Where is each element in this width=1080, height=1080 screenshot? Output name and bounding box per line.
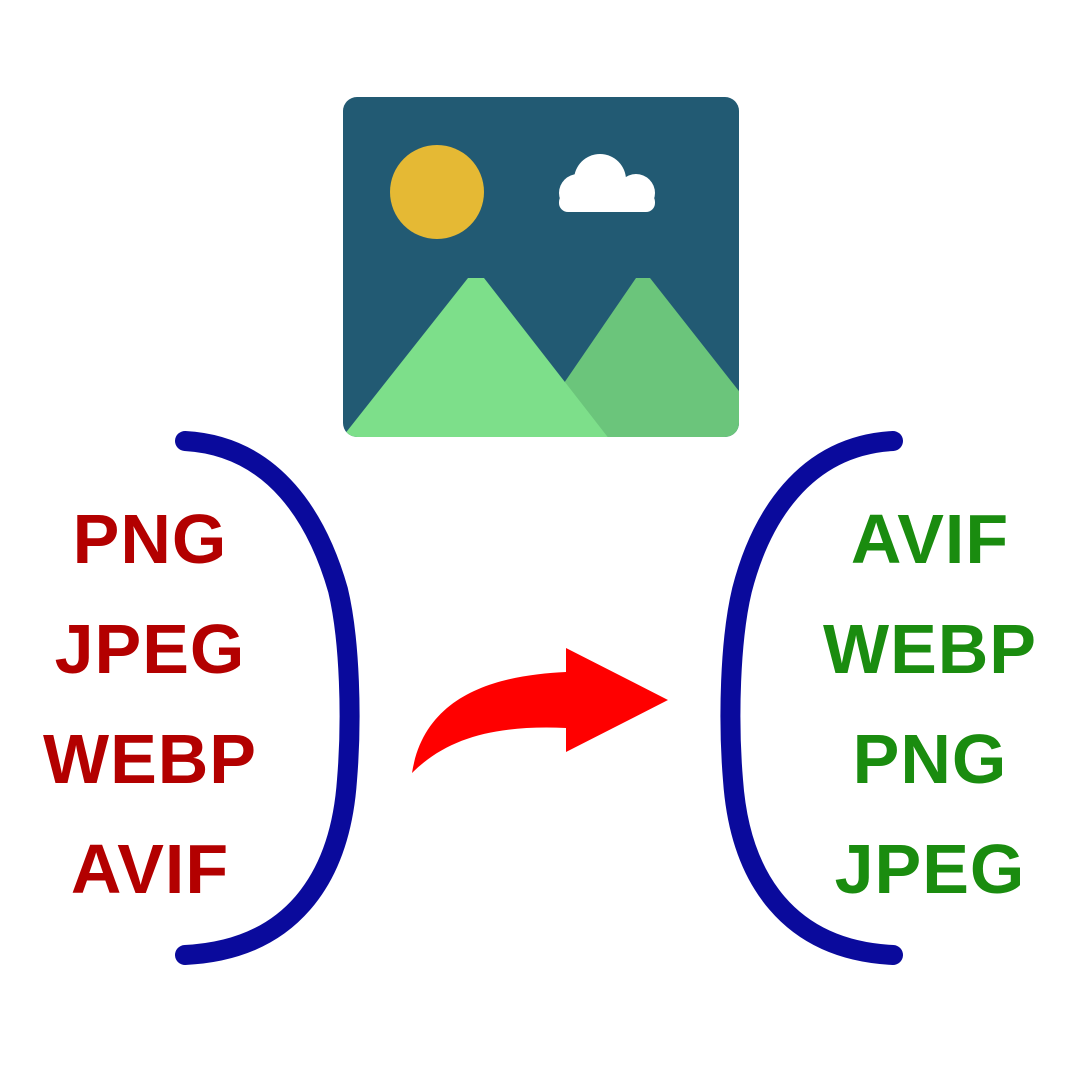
left-bracket [175, 431, 360, 965]
mountain-front [343, 278, 610, 437]
right-bracket [720, 431, 903, 965]
output-format-item: JPEG [834, 830, 1026, 908]
output-format-item: PNG [852, 720, 1008, 798]
mountain-back [525, 278, 739, 437]
input-format-item: AVIF [70, 830, 230, 908]
curved-arrow-right-icon [412, 648, 668, 773]
input-format-item: WEBP [43, 720, 257, 798]
input-format-item: PNG [72, 500, 228, 578]
sun-icon [390, 145, 484, 239]
output-format-item: AVIF [850, 500, 1010, 578]
input-formats-list: PNG JPEG WEBP AVIF [0, 500, 300, 940]
output-formats-list: AVIF WEBP PNG JPEG [780, 500, 1080, 940]
input-format-item: JPEG [54, 610, 246, 688]
output-format-item: WEBP [823, 610, 1037, 688]
image-gallery-icon [343, 97, 739, 437]
cloud-icon [559, 154, 655, 212]
